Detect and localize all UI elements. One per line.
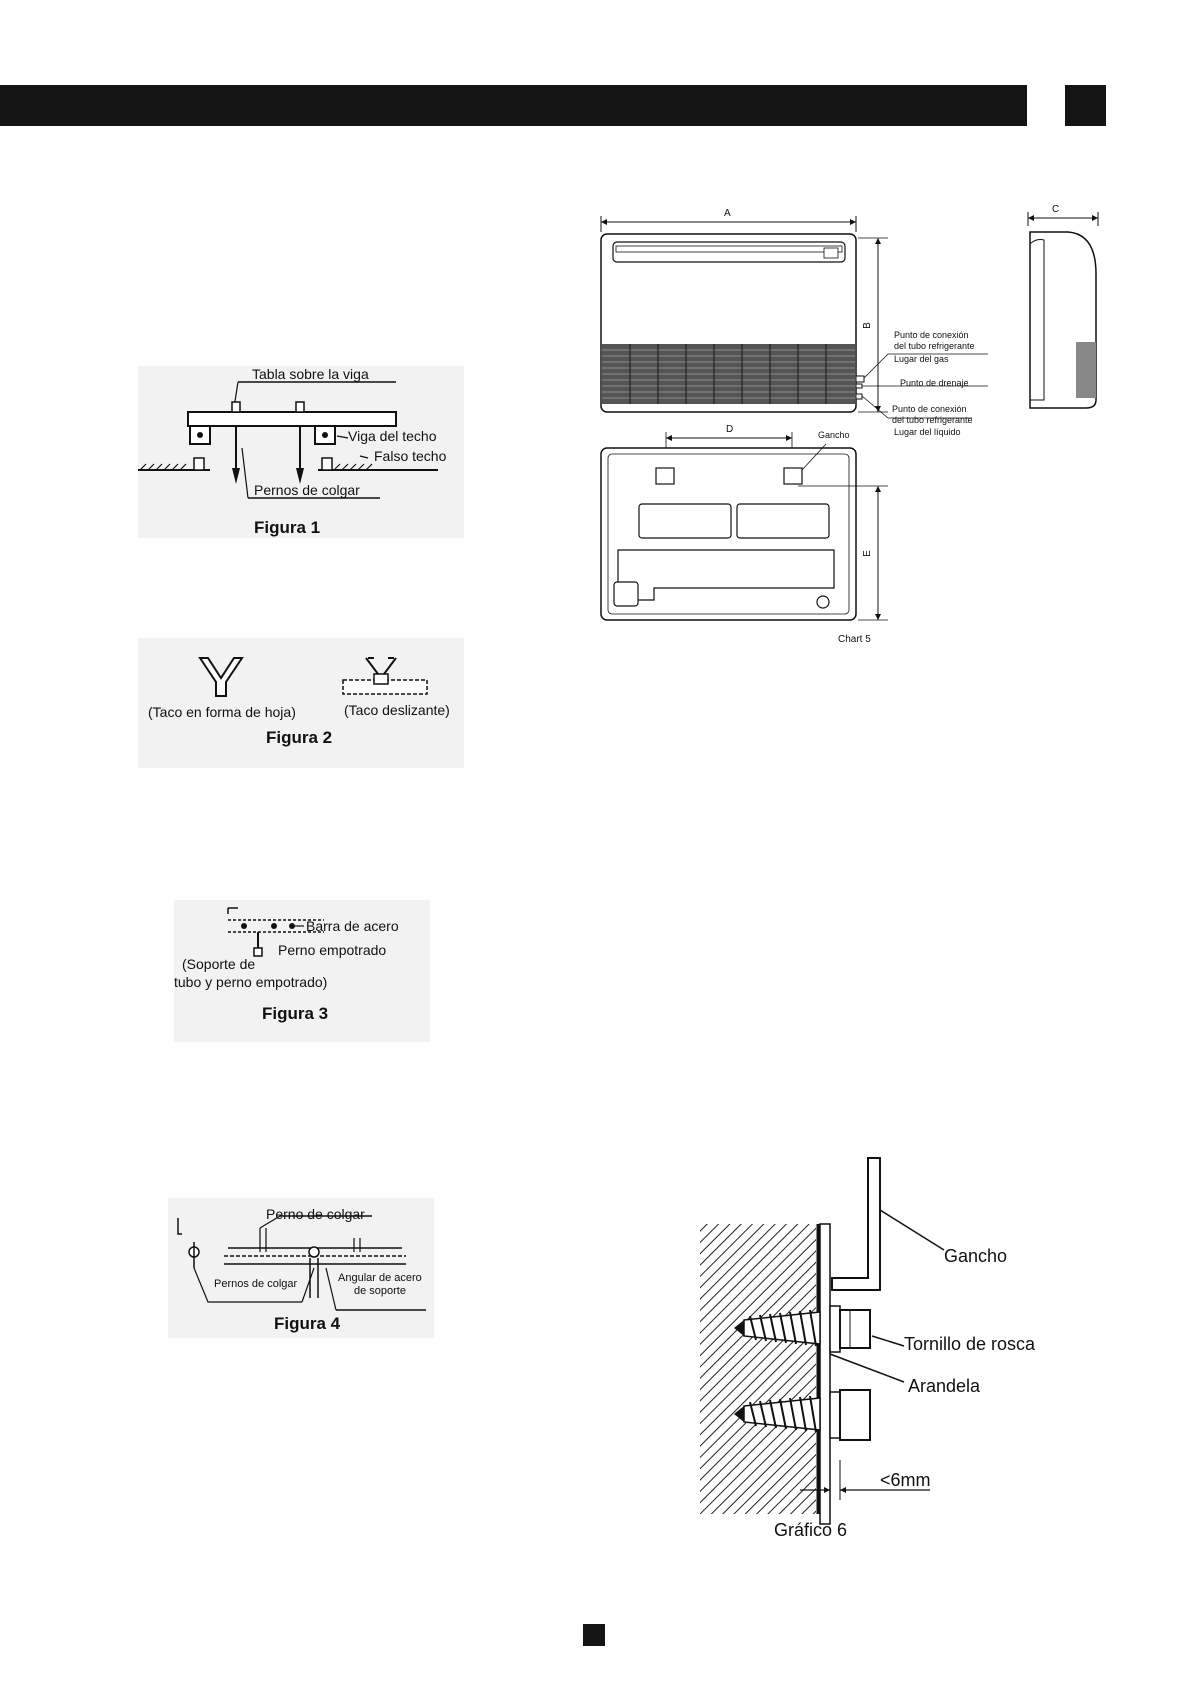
g6-gap-label: <6mm (880, 1470, 931, 1490)
hook-label: Gancho (818, 430, 850, 440)
dim-a: A (724, 208, 731, 219)
label-embedded-bolt: Perno empotrado (278, 942, 387, 958)
liquid-connection-line1: Punto de conexión (892, 404, 967, 414)
figure-2-drawing (198, 657, 428, 697)
figure-3: Barra de acero Perno empotrado (Soporte … (174, 900, 430, 1042)
label-ceiling-beam: Viga del techo (348, 428, 437, 444)
figure-4: Perno de colgar Pernos de colgar Angular… (168, 1198, 434, 1338)
g6-title: Gráfico 6 (774, 1520, 848, 1540)
label-hanging-bolts: Pernos de colgar (214, 1278, 298, 1290)
gas-connection-line2: del tubo refrigerante (894, 341, 975, 351)
chart-5-title: Chart 5 (838, 634, 871, 645)
drain-point: Punto de drenaje (900, 378, 969, 388)
g6-screw-label: Tornillo de rosca (904, 1334, 1036, 1354)
label-hanging-bolts: Pernos de colgar (254, 482, 360, 498)
figure-2-title: Figura 2 (266, 728, 333, 747)
header-bar (0, 85, 1027, 126)
grafico-6-drawing (700, 1157, 945, 1525)
page-number-block (583, 1624, 605, 1646)
label-steel-angle-line1: Angular de acero (338, 1272, 422, 1284)
chart-5-drawing (600, 212, 1099, 621)
figure-4-drawing (177, 1215, 426, 1311)
label-leaf-anchor: (Taco en forma de hoja) (148, 704, 296, 720)
liquid-connection-line3: Lugar del líquido (894, 427, 961, 437)
label-sliding-anchor: (Taco deslizante) (344, 702, 450, 718)
dim-d: D (726, 424, 734, 435)
figure-1-title: Figura 1 (254, 518, 321, 537)
label-steel-bar: Barra de acero (306, 918, 399, 934)
label-support-line2: tubo y perno empotrado) (174, 974, 328, 990)
figure-4-title: Figura 4 (274, 1314, 341, 1333)
header-tab-block (1065, 85, 1106, 126)
chart-5: A B C D E Punto de conexión del tubo ref… (598, 204, 1108, 650)
liquid-connection-line2: del tubo refrigerante (892, 415, 973, 425)
figure-1-drawing (138, 381, 438, 499)
label-steel-angle-line2: de soporte (354, 1285, 406, 1297)
gas-connection-line3: Lugar del gas (894, 354, 949, 364)
g6-hook-label: Gancho (944, 1246, 1008, 1266)
dim-e: E (861, 550, 873, 557)
figure-2: (Taco en forma de hoja) (Taco deslizante… (138, 638, 464, 768)
figure-3-title: Figura 3 (262, 1004, 329, 1023)
gas-connection-line1: Punto de conexión (894, 330, 969, 340)
g6-washer-label: Arandela (908, 1376, 981, 1396)
label-false-ceiling: Falso techo (374, 448, 447, 464)
label-beam-board: Tabla sobre la viga (252, 366, 369, 382)
dim-c: C (1052, 204, 1060, 215)
grafico-6: Gancho Tornillo de rosca Arandela <6mm G… (690, 1150, 1040, 1550)
figure-1: Tabla sobre la viga Viga del techo Falso… (138, 366, 464, 538)
label-hanging-bolt: Perno de colgar (266, 1206, 365, 1222)
figure-3-drawing (227, 907, 324, 957)
dim-b: B (861, 322, 873, 329)
label-support-line1: (Soporte de (182, 956, 256, 972)
